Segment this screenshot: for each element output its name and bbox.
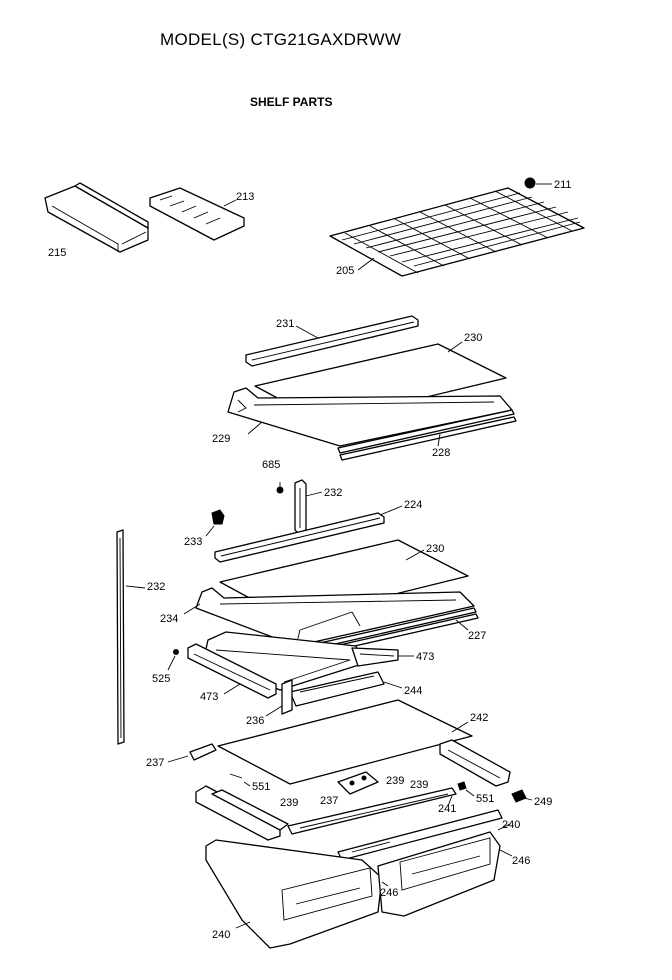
callout-685: 685 xyxy=(262,459,280,471)
callout-215: 215 xyxy=(48,247,66,259)
callout-551-right: 551 xyxy=(476,793,494,805)
callout-232-rail: 232 xyxy=(147,581,165,593)
part-224-front-trim xyxy=(214,512,385,563)
callout-249: 249 xyxy=(534,796,552,808)
part-215-door-bin xyxy=(44,182,149,253)
callout-227: 227 xyxy=(468,630,486,642)
callout-244: 244 xyxy=(404,685,422,697)
callout-213: 213 xyxy=(236,191,254,203)
part-213-ice-tray xyxy=(149,187,245,241)
part-237-cover-clip-left xyxy=(189,743,217,761)
callout-473-right: 473 xyxy=(416,651,434,663)
callout-240-left: 240 xyxy=(212,929,230,941)
callout-525: 525 xyxy=(152,673,170,685)
callout-246-right: 246 xyxy=(512,855,530,867)
callout-240-right: 240 xyxy=(502,819,520,831)
callout-234: 234 xyxy=(160,613,178,625)
callout-229: 229 xyxy=(212,433,230,445)
callout-224: 224 xyxy=(404,499,422,511)
part-239-center-bracket xyxy=(337,771,379,795)
section-subtitle: SHELF PARTS xyxy=(250,95,333,109)
part-551-clip-right xyxy=(457,781,467,791)
part-234-shelf-frame xyxy=(195,587,475,647)
callout-230-upper: 230 xyxy=(464,332,482,344)
part-249-clip xyxy=(511,789,527,803)
callout-228: 228 xyxy=(432,447,450,459)
callout-231: 231 xyxy=(276,318,294,330)
part-246-crisper-drawer-right xyxy=(377,831,501,917)
callout-241: 241 xyxy=(438,803,456,815)
page-title: MODEL(S) CTG21GAXDRWW xyxy=(160,30,402,49)
callout-237-left: 237 xyxy=(146,757,164,769)
callout-236: 236 xyxy=(246,715,264,727)
part-237-center-rail xyxy=(287,787,457,835)
part-473-slide-left xyxy=(187,643,277,699)
callout-242: 242 xyxy=(470,712,488,724)
callout-551-left: 551 xyxy=(252,781,270,793)
part-233-shelf-support xyxy=(211,509,225,525)
callout-205: 205 xyxy=(336,265,354,277)
callout-233: 233 xyxy=(184,536,202,548)
callout-239-right: 239 xyxy=(410,779,428,791)
callout-246-left: 246 xyxy=(380,887,398,899)
callout-211: 211 xyxy=(554,179,572,191)
callout-239-center: 239 xyxy=(386,775,404,787)
part-473-slide-right xyxy=(351,647,399,667)
callout-237-center: 237 xyxy=(320,795,338,807)
part-228-shelf-rail xyxy=(337,409,517,461)
part-229-shelf-frame xyxy=(227,387,513,447)
part-239-slide-rail-right xyxy=(439,739,511,787)
part-232-side-rail xyxy=(116,529,125,745)
part-232-center-bracket xyxy=(294,479,307,535)
part-525-screw xyxy=(173,649,179,655)
part-551-clip-left xyxy=(229,773,243,779)
part-205-wire-shelf xyxy=(329,187,585,277)
callout-239-left: 239 xyxy=(280,797,298,809)
part-685-screw xyxy=(276,482,284,494)
callout-230-middle: 230 xyxy=(426,543,444,555)
callout-232-bracket: 232 xyxy=(324,487,342,499)
part-211-shelf-stop xyxy=(524,177,536,189)
part-236-cover-frame xyxy=(281,679,293,715)
part-231-front-trim xyxy=(245,315,419,367)
part-239-slide-rail-left xyxy=(195,785,289,841)
part-242-crisper-glass xyxy=(217,699,473,785)
part-244-cover-support xyxy=(289,671,385,707)
callout-473-left: 473 xyxy=(200,691,218,703)
part-240-crisper-drawer-left xyxy=(205,839,383,949)
